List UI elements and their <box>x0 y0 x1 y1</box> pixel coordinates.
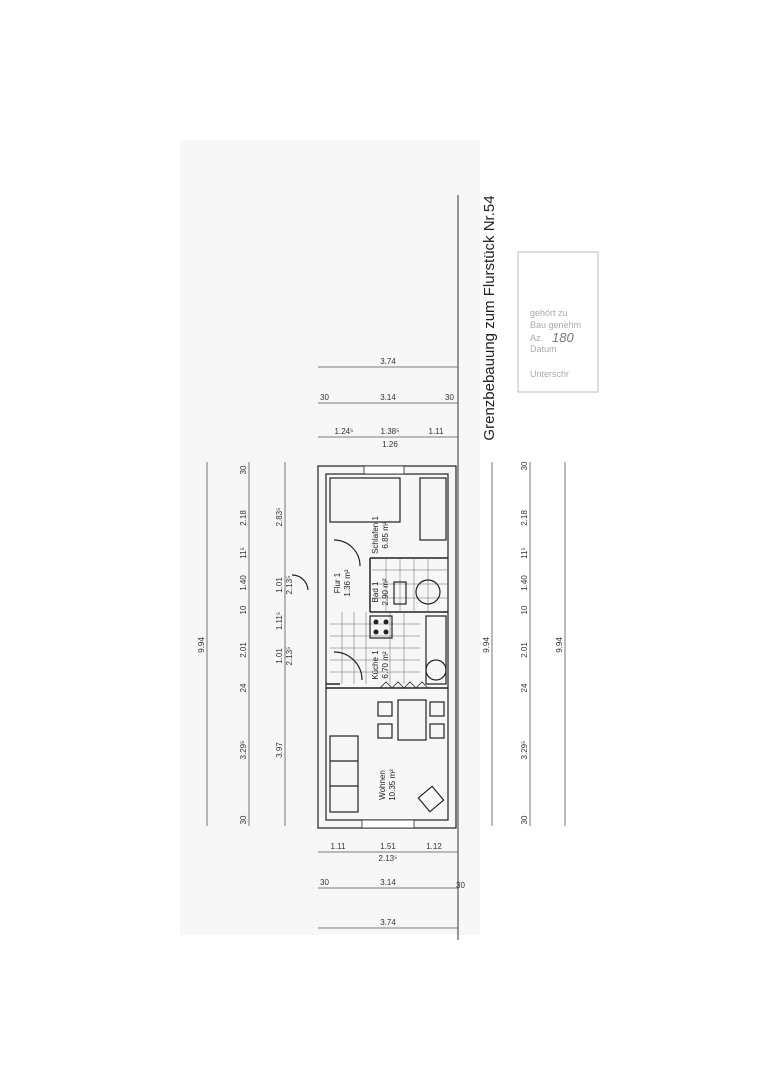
bathroom-tiles <box>372 558 448 612</box>
svg-text:Bad 1: Bad 1 <box>371 581 380 602</box>
right-dimensions: 9.94 30 2.18 11⁵ 1.40 10 2.01 24 3.29⁵ 3… <box>482 461 566 826</box>
svg-text:1.40: 1.40 <box>520 575 529 591</box>
svg-text:2.90 m²: 2.90 m² <box>381 578 390 605</box>
svg-text:10: 10 <box>520 605 529 614</box>
svg-text:Datum: Datum <box>530 344 557 354</box>
svg-text:30: 30 <box>320 878 329 887</box>
svg-text:Bau genehm: Bau genehm <box>530 320 581 330</box>
svg-text:2.13⁵: 2.13⁵ <box>285 647 294 666</box>
svg-text:9.94: 9.94 <box>197 637 206 653</box>
sink <box>425 659 447 681</box>
svg-text:1.40: 1.40 <box>239 575 248 591</box>
room-label-flur: Flur 1 1.36 m² <box>333 569 352 596</box>
svg-text:2.13⁵: 2.13⁵ <box>379 854 398 863</box>
room-label-bad: Bad 1 2.90 m² <box>371 578 390 605</box>
svg-text:24: 24 <box>520 683 529 692</box>
shower <box>415 579 441 605</box>
svg-text:10.35 m²: 10.35 m² <box>388 769 397 801</box>
svg-text:3.97: 3.97 <box>275 742 284 758</box>
svg-text:3.14: 3.14 <box>380 393 396 402</box>
plan-title: Grenzbebauung zum Flurstück Nr.54 <box>481 195 498 440</box>
svg-text:3.29⁵: 3.29⁵ <box>520 741 529 760</box>
bottom-dimensions: 1.11 1.51 2.13⁵ 1.12 30 3.14 30 3.74 <box>318 842 465 929</box>
svg-text:30: 30 <box>445 393 454 402</box>
svg-text:2.83⁵: 2.83⁵ <box>275 508 284 527</box>
stove <box>369 615 393 639</box>
scan-background <box>180 140 480 935</box>
approval-stamp: gehört zu Bau genehm Az. 180 Datum Unter… <box>517 251 599 393</box>
svg-text:2.01: 2.01 <box>239 642 248 658</box>
svg-text:2.18: 2.18 <box>239 510 248 526</box>
svg-text:1.11: 1.11 <box>429 427 445 436</box>
room-label-schlafen: Schlafen 1 6.85 m² <box>371 516 390 554</box>
svg-text:9.94: 9.94 <box>555 637 564 653</box>
svg-text:3.14: 3.14 <box>380 878 396 887</box>
svg-text:30: 30 <box>239 815 248 824</box>
svg-text:6.85 m²: 6.85 m² <box>381 521 390 548</box>
svg-text:1.12: 1.12 <box>426 842 442 851</box>
radiator <box>379 681 429 689</box>
svg-text:1.38⁵: 1.38⁵ <box>381 427 400 436</box>
svg-text:2.13⁵: 2.13⁵ <box>285 576 294 595</box>
left-dimensions: 9.94 30 2.18 11⁵ 1.40 10 2.01 24 3.29⁵ 3… <box>197 462 294 826</box>
svg-text:9.94: 9.94 <box>482 637 491 653</box>
svg-text:1.51: 1.51 <box>380 842 396 851</box>
svg-text:11⁵: 11⁵ <box>239 547 248 559</box>
svg-text:Wohnen: Wohnen <box>378 770 387 800</box>
armchair <box>417 785 445 813</box>
svg-text:2.01: 2.01 <box>520 642 529 658</box>
svg-text:30: 30 <box>239 465 248 474</box>
svg-text:30: 30 <box>520 461 529 470</box>
svg-text:30: 30 <box>456 881 465 890</box>
svg-text:Unterschr: Unterschr <box>530 369 569 379</box>
svg-text:1.11: 1.11 <box>331 842 347 851</box>
bed <box>329 477 401 523</box>
room-label-wohnen: Wohnen 10.35 m² <box>378 769 397 801</box>
svg-text:10: 10 <box>239 605 248 614</box>
svg-text:Küche 1: Küche 1 <box>371 650 380 680</box>
svg-text:1.24⁵: 1.24⁵ <box>335 427 354 436</box>
svg-text:24: 24 <box>239 683 248 692</box>
entrance-door-swing <box>291 574 309 591</box>
top-dimensions: 3.74 30 3.14 30 1.24⁵ 1.38⁵ 1.26 1.11 <box>318 357 458 449</box>
svg-text:3.74: 3.74 <box>380 918 396 927</box>
svg-text:1.01: 1.01 <box>275 648 284 664</box>
door-swing <box>333 539 361 567</box>
wardrobe <box>419 477 447 541</box>
svg-text:2.18: 2.18 <box>520 510 529 526</box>
toilet <box>393 581 407 605</box>
svg-text:Az.: Az. <box>530 333 543 343</box>
kitchen-tiles <box>330 612 420 684</box>
svg-text:3.29⁵: 3.29⁵ <box>239 741 248 760</box>
svg-text:1.11⁵: 1.11⁵ <box>275 612 284 630</box>
svg-text:3.74: 3.74 <box>380 357 396 366</box>
svg-text:1.36 m²: 1.36 m² <box>343 569 352 596</box>
svg-text:30: 30 <box>320 393 329 402</box>
svg-text:1.26: 1.26 <box>382 440 398 449</box>
svg-text:gehört zu: gehört zu <box>530 308 568 318</box>
svg-text:6.70 m²: 6.70 m² <box>381 651 390 678</box>
building <box>291 465 457 829</box>
svg-text:Flur 1: Flur 1 <box>333 572 342 593</box>
room-label-kueche: Küche 1 6.70 m² <box>371 650 390 680</box>
svg-text:1.01: 1.01 <box>275 577 284 593</box>
svg-text:30: 30 <box>520 815 529 824</box>
sofa <box>329 735 359 813</box>
svg-text:Schlafen 1: Schlafen 1 <box>371 516 380 554</box>
door-swing <box>333 651 363 681</box>
svg-text:180: 180 <box>552 330 574 345</box>
svg-text:11⁵: 11⁵ <box>520 547 529 559</box>
dining-table <box>397 699 427 741</box>
kitchen-counter <box>425 615 447 685</box>
